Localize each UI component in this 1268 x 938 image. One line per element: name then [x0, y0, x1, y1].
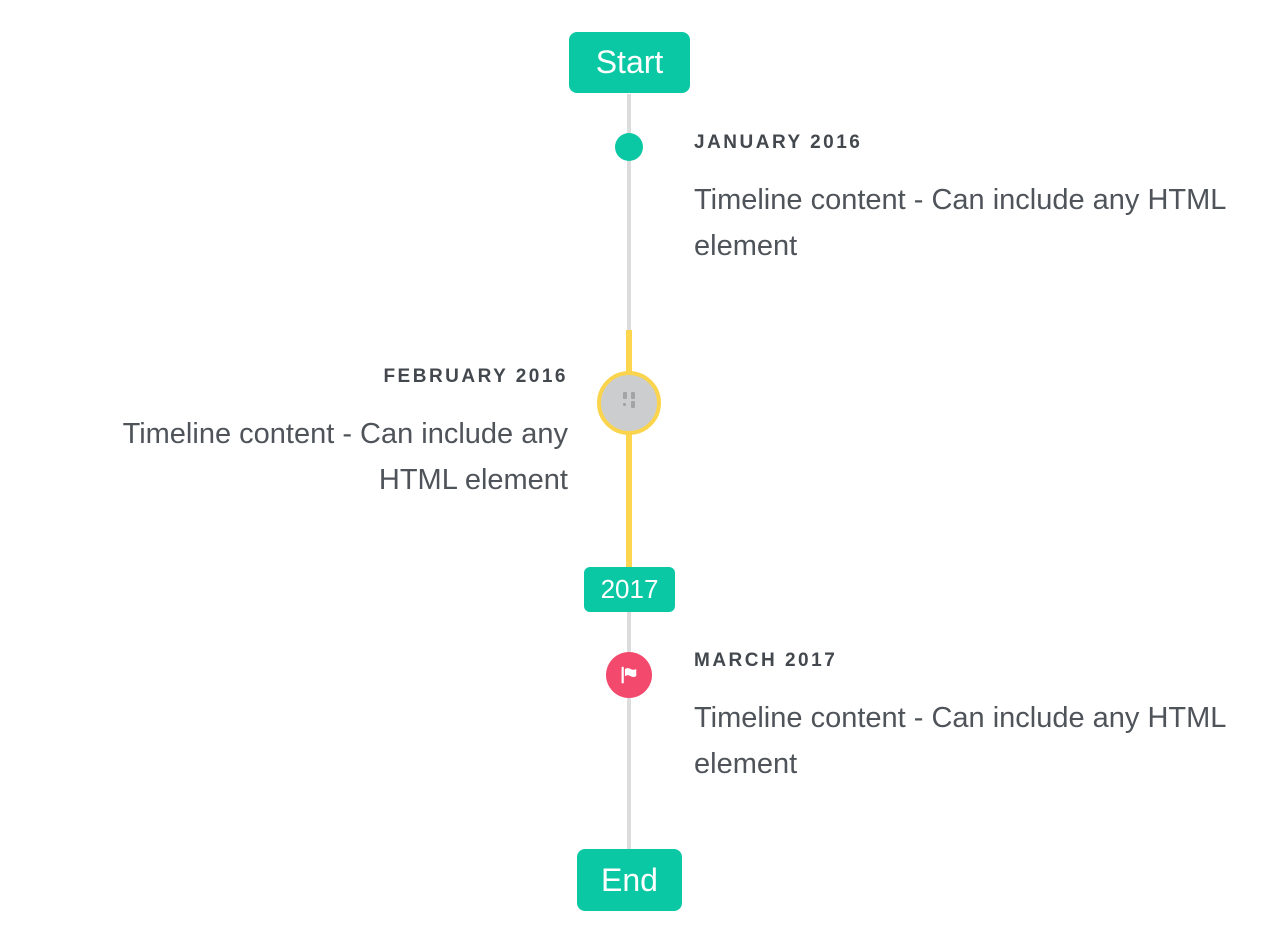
timeline-event-january-2016: JANUARY 2016 Timeline content - Can incl…: [694, 132, 1226, 269]
broken-image-placeholder-icon: [622, 391, 636, 409]
event-marker-dot[interactable]: [615, 133, 643, 161]
event-title: JANUARY 2016: [694, 132, 863, 153]
timeline-line-highlight-segment: [626, 330, 632, 567]
event-content: Timeline content - Can include any HTML …: [694, 184, 1226, 262]
timeline-end-badge[interactable]: End: [577, 849, 682, 911]
event-title: MARCH 2017: [694, 650, 838, 671]
event-title: FEBRUARY 2016: [383, 366, 568, 387]
event-content: Timeline content - Can include any HTML …: [122, 418, 568, 496]
timeline-start-label: Start: [595, 44, 664, 80]
flag-icon: [621, 666, 637, 684]
event-content: Timeline content - Can include any HTML …: [694, 702, 1226, 780]
timeline-end-label: End: [601, 861, 658, 898]
timeline-event-march-2017: MARCH 2017 Timeline content - Can includ…: [694, 650, 1226, 787]
timeline-period-label: 2017: [600, 574, 659, 604]
timeline-start-badge[interactable]: Start: [569, 32, 690, 93]
event-marker-circle[interactable]: [597, 371, 661, 435]
event-marker-flag[interactable]: [606, 652, 652, 698]
timeline-event-february-2016: FEBRUARY 2016 Timeline content - Can inc…: [36, 366, 568, 503]
timeline-period-badge-2017[interactable]: 2017: [584, 567, 675, 612]
